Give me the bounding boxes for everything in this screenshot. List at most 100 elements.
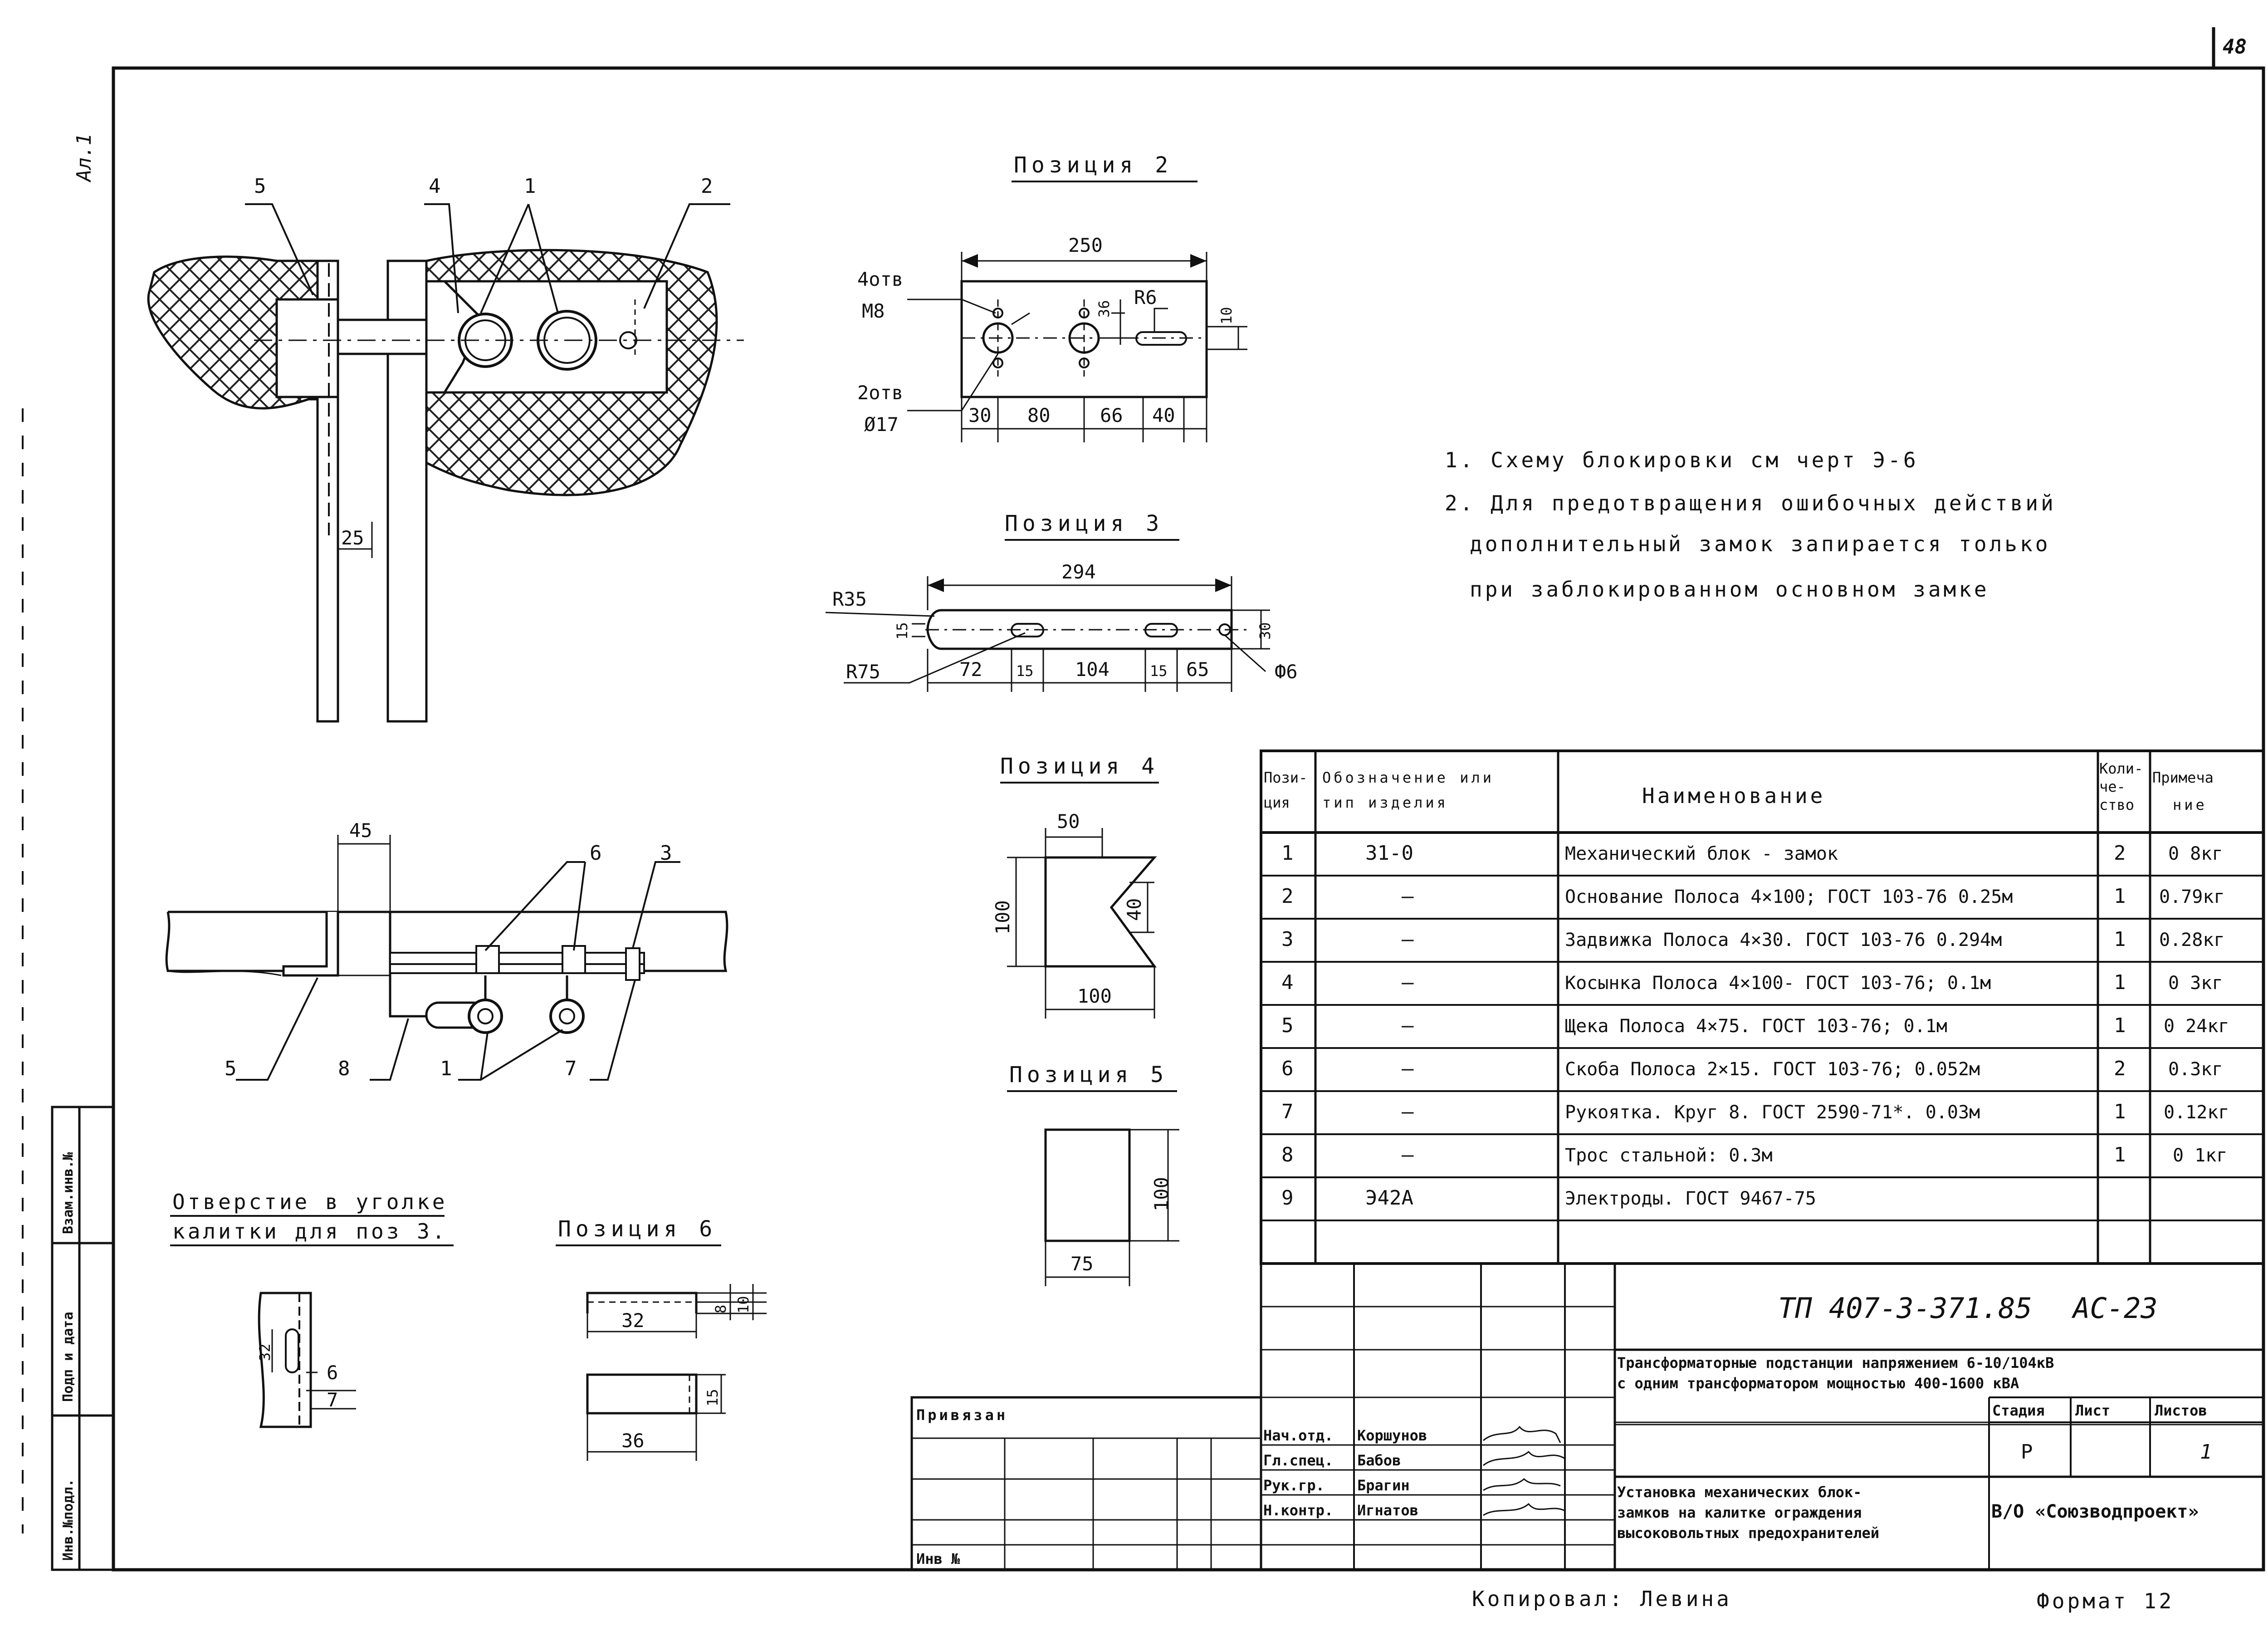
signature-4 bbox=[1483, 1503, 1565, 1516]
top-callout-4: 4 bbox=[429, 175, 441, 198]
pos4-title: Позиция 4 bbox=[1000, 754, 1159, 779]
pos3-length: 294 bbox=[1061, 561, 1096, 583]
format-label: Формат 12 bbox=[2037, 1589, 2174, 1613]
row-7-qty: 1 bbox=[2114, 1100, 2126, 1123]
pos3-drawing bbox=[825, 539, 1270, 692]
signature-3 bbox=[1483, 1478, 1561, 1491]
spec-head-note-2: ние bbox=[2173, 796, 2207, 813]
side-callout-6: 6 bbox=[590, 842, 602, 865]
pos6-drawing bbox=[556, 1244, 767, 1461]
pos2-r6: R6 bbox=[1134, 286, 1157, 309]
side-callout-5: 5 bbox=[225, 1057, 237, 1080]
row-5-note: 0 24кг bbox=[2164, 1016, 2229, 1037]
side-stamp-vzam-inv: Взам.инв.№ bbox=[60, 1151, 76, 1234]
table-row: 6 — Скоба Полоса 2×15. ГОСТ 103-76; 0.05… bbox=[1281, 1057, 2223, 1080]
row-5-pos: 5 bbox=[1281, 1014, 1294, 1037]
spec-head-qty-1: Коли- bbox=[2099, 760, 2143, 777]
pos6-w1: 32 bbox=[621, 1309, 645, 1332]
hole-note-d32: 32 bbox=[256, 1343, 274, 1361]
spec-head-qty-2: че- bbox=[2099, 778, 2126, 795]
staff-name-4: Игнатов bbox=[1357, 1502, 1418, 1519]
table-row: 4 — Косынка Полоса 4×100- ГОСТ 103-76; 0… bbox=[1281, 971, 2223, 994]
staff-name-3: Брагин bbox=[1357, 1477, 1410, 1494]
top-view bbox=[147, 203, 744, 723]
pos2-d10: 10 bbox=[1218, 307, 1235, 324]
title-stage-value: Р bbox=[2021, 1440, 2033, 1464]
top-callout-5: 5 bbox=[254, 175, 266, 198]
row-2-pos: 2 bbox=[1281, 885, 1294, 908]
staff-role-1: Нач.отд. bbox=[1263, 1427, 1333, 1444]
pos6-title: Позиция 6 bbox=[558, 1216, 717, 1242]
pos2-holes4: 4отв bbox=[857, 268, 903, 290]
pos2-seg-40: 40 bbox=[1152, 404, 1175, 426]
row-1-pos: 1 bbox=[1281, 842, 1294, 865]
pos4-height: 100 bbox=[992, 900, 1014, 935]
table-row: 1 31-0 Механический блок - замок 2 0 8кг bbox=[1281, 842, 2223, 865]
title-doc-code: ТП 407-3-371.85 bbox=[1778, 1292, 2032, 1325]
title-block-grid bbox=[910, 1264, 2263, 1571]
top-callout-1: 1 bbox=[524, 175, 536, 198]
hole-note-drawing bbox=[170, 1215, 454, 1428]
pos4-notch: 40 bbox=[1123, 898, 1145, 921]
row-9-name: Электроды. ГОСТ 9467-75 bbox=[1565, 1188, 1816, 1209]
pos6-h1: 8 bbox=[712, 1305, 729, 1313]
row-4-pos: 4 bbox=[1281, 971, 1294, 994]
row-9-pos: 9 bbox=[1281, 1186, 1294, 1210]
pos4-bottom: 100 bbox=[1077, 985, 1112, 1007]
hole-note-d6: 6 bbox=[327, 1362, 338, 1384]
pos3-seg-15a: 15 bbox=[1016, 662, 1034, 680]
pos6-w2: 36 bbox=[621, 1430, 645, 1452]
pos2-seg-80: 80 bbox=[1027, 404, 1051, 426]
row-3-qty: 1 bbox=[2114, 928, 2126, 951]
row-4-note: 0 3кг bbox=[2168, 973, 2223, 994]
row-6-name: Скоба Полоса 2×15. ГОСТ 103-76; 0.052м bbox=[1565, 1059, 1980, 1080]
pos2-title: Позиция 2 bbox=[1014, 152, 1173, 178]
table-row: 8 — Трос стальной: 0.3м 1 0 1кг bbox=[1281, 1143, 2227, 1166]
row-7-name: Рукоятка. Круг 8. ГОСТ 2590-71*. 0.03м bbox=[1565, 1102, 1980, 1123]
hole-note-line1: Отверстие в уголке bbox=[172, 1190, 448, 1214]
signature-1 bbox=[1483, 1425, 1561, 1443]
spec-head-pos-2: ция bbox=[1264, 794, 1290, 811]
staff-role-2: Гл.спец. bbox=[1263, 1452, 1333, 1469]
pos3-seg-104: 104 bbox=[1075, 658, 1110, 681]
pos5-title: Позиция 5 bbox=[1009, 1062, 1168, 1087]
pos3-phi6: Ф6 bbox=[1275, 661, 1298, 683]
row-8-design: — bbox=[1402, 1143, 1414, 1166]
row-2-name: Основание Полоса 4×100; ГОСТ 103-76 0.25… bbox=[1565, 887, 2013, 907]
table-row: 7 — Рукоятка. Круг 8. ГОСТ 2590-71*. 0.0… bbox=[1281, 1100, 2229, 1123]
row-5-design: — bbox=[1402, 1014, 1414, 1037]
hole-note-line2: калитки для поз 3. bbox=[172, 1219, 448, 1244]
staff-name-2: Бабов bbox=[1357, 1452, 1401, 1469]
spec-head-design-2: тип изделия bbox=[1322, 794, 1448, 811]
spec-head-note-1: Примеча bbox=[2152, 769, 2214, 786]
spec-head-qty-3: ство bbox=[2099, 796, 2134, 813]
side-callout-3: 3 bbox=[660, 842, 672, 865]
spec-table-grid bbox=[1260, 749, 2265, 1265]
pos2-seg-30: 30 bbox=[968, 404, 992, 426]
title-stage-label: Стадия bbox=[1992, 1402, 2045, 1419]
row-3-pos: 3 bbox=[1281, 928, 1294, 951]
top-callout-2: 2 bbox=[701, 175, 713, 198]
title-project-2: с одним трансформатором мощностью 400-16… bbox=[1617, 1375, 2019, 1392]
pos5-drawing bbox=[1007, 1090, 1179, 1286]
pos4-top: 50 bbox=[1057, 810, 1080, 833]
row-6-design: — bbox=[1402, 1057, 1414, 1080]
row-9-design: Э42А bbox=[1365, 1186, 1413, 1210]
pos6-h3: 15 bbox=[704, 1389, 721, 1406]
signature-2 bbox=[1483, 1450, 1565, 1466]
pos6-h2: 10 bbox=[735, 1296, 752, 1313]
title-sheets-value: 1 bbox=[2200, 1440, 2212, 1464]
staff-role-4: Н.контр. bbox=[1263, 1502, 1333, 1519]
spec-head-name: Наименование bbox=[1642, 784, 1825, 808]
row-1-design: 31-0 bbox=[1365, 842, 1413, 865]
pos3-d30: 30 bbox=[1256, 622, 1274, 640]
row-4-design: — bbox=[1402, 971, 1414, 994]
row-6-qty: 2 bbox=[2114, 1057, 2126, 1080]
table-row: 2 — Основание Полоса 4×100; ГОСТ 103-76 … bbox=[1281, 885, 2225, 908]
pos3-seg-65: 65 bbox=[1186, 658, 1209, 681]
row-2-qty: 1 bbox=[2114, 885, 2126, 908]
row-1-note: 0 8кг bbox=[2168, 843, 2223, 864]
table-row: 5 — Щека Полоса 4×75. ГОСТ 103-76; 0.1м … bbox=[1281, 1014, 2229, 1037]
pos2-width: 250 bbox=[1068, 234, 1103, 256]
